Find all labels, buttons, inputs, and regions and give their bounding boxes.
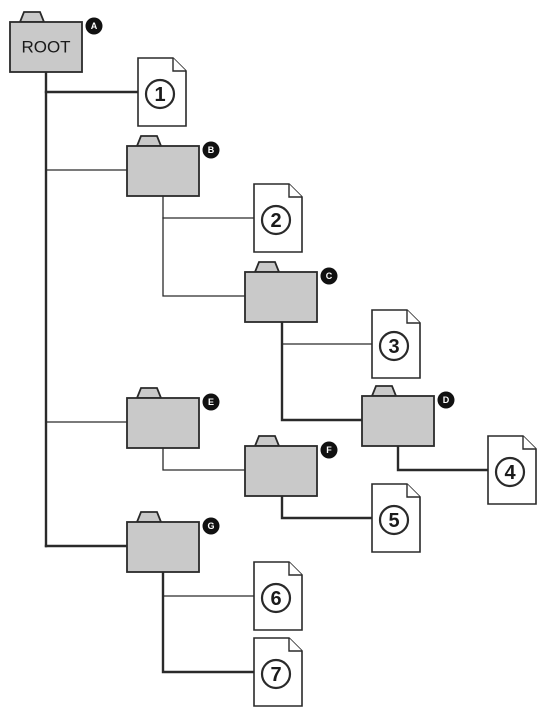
file-corner-fold (288, 184, 302, 198)
folder-badge-circle (85, 17, 103, 35)
folder-badge-circle (202, 517, 220, 535)
file-corner-fold (522, 436, 536, 450)
folder-tab-shape (253, 261, 281, 273)
folder-icon (126, 397, 200, 449)
folder-b: B (126, 135, 220, 197)
connector-e-folder-f (162, 447, 246, 471)
folder-icon (9, 21, 83, 73)
folder-badge-letter: C (326, 271, 333, 281)
connector-g-file-7 (161, 570, 256, 674)
file-1: 1 (137, 57, 187, 127)
file-number-label: 1 (154, 84, 165, 106)
folder-icon (244, 445, 318, 497)
folder-tab-shape (135, 135, 163, 147)
connector-d-file-4 (396, 444, 490, 472)
folder-badge-circle (320, 267, 338, 285)
connector-c-folder-d (280, 320, 364, 422)
folder-badge-circle (437, 391, 455, 409)
file-corner-fold (288, 562, 302, 576)
file-number-label: 6 (270, 588, 281, 610)
folder-badge-circle (202, 141, 220, 159)
file-number-circle (378, 504, 410, 536)
file-number-label: 5 (388, 510, 399, 532)
file-corner-fold (288, 638, 302, 652)
file-number-circle (260, 204, 292, 236)
file-number-label: 4 (504, 462, 516, 484)
root-badge-letter: A (91, 21, 98, 31)
folder-c: C (244, 261, 338, 323)
folder-tab-shape (253, 435, 281, 447)
folder-g: G (126, 511, 220, 573)
folder-e: E (126, 387, 220, 449)
connector-b-folder-c (162, 195, 246, 297)
file-2: 2 (253, 183, 303, 253)
file-corner-fold (406, 484, 420, 498)
file-5: 5 (371, 483, 421, 553)
file-number-label: 2 (270, 210, 281, 232)
file-number-circle (260, 582, 292, 614)
folder-icon (244, 271, 318, 323)
file-number-circle (144, 78, 176, 110)
folder-badge-circle (202, 393, 220, 411)
folder-tab-shape (135, 387, 163, 399)
folder-f: F (244, 435, 338, 497)
file-4: 4 (487, 435, 537, 505)
file-number-circle (260, 658, 292, 690)
root-label: ROOT (21, 38, 70, 57)
folder-badge-letter: D (443, 395, 450, 405)
file-6: 6 (253, 561, 303, 631)
file-number-circle (378, 330, 410, 362)
file-3: 3 (371, 309, 421, 379)
file-corner-fold (172, 58, 186, 72)
file-number-label: 3 (388, 336, 399, 358)
folder-badge-circle (320, 441, 338, 459)
folder-badge-letter: G (207, 521, 214, 531)
file-number-label: 7 (270, 664, 281, 686)
folder-badge-letter: E (208, 397, 214, 407)
folder-badge-letter: B (208, 145, 215, 155)
folder-d: D (361, 385, 455, 447)
file-7: 7 (253, 637, 303, 707)
folder-icon (126, 521, 200, 573)
folder-badge-letter: F (326, 445, 332, 455)
tree-connectors (44, 70, 490, 674)
folder-tab-shape (370, 385, 398, 397)
folder-icon (361, 395, 435, 447)
folder-icon (126, 145, 200, 197)
tree-nodes: ROOT A B C D E F G 1 2 3 4 5 6 7 (9, 11, 537, 707)
folder-tab-shape (18, 11, 46, 23)
folder-tab-shape (135, 511, 163, 523)
file-number-circle (494, 456, 526, 488)
connector-f-file-5 (280, 494, 374, 520)
root-folder: ROOT A (9, 11, 103, 73)
file-corner-fold (406, 310, 420, 324)
